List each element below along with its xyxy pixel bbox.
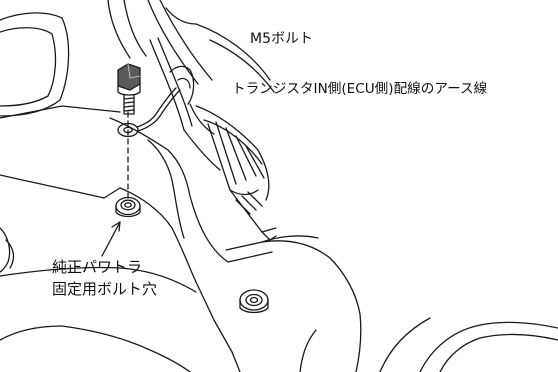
bolt-label: M5ボルト	[250, 31, 313, 47]
m5-bolt	[117, 63, 141, 115]
mounting-hole-label: 純正パワトラ 固定用ボルト穴	[52, 256, 157, 300]
frame-main-body	[0, 117, 558, 372]
frame-mounting-boss	[239, 289, 269, 314]
ground-ring-terminal	[117, 87, 181, 138]
mounting-hole-label-line2: 固定用ボルト穴	[52, 280, 158, 298]
wiring-harness	[149, 37, 277, 241]
frame-left-panel	[0, 12, 121, 341]
oem-mounting-hole	[115, 196, 141, 218]
hole-leader-arrow	[101, 221, 121, 257]
ground-wire-label: トランジスタIN側(ECU側)配線のアース線	[232, 81, 488, 97]
mounting-hole-label-line1: 純正パワトラ	[52, 258, 143, 276]
